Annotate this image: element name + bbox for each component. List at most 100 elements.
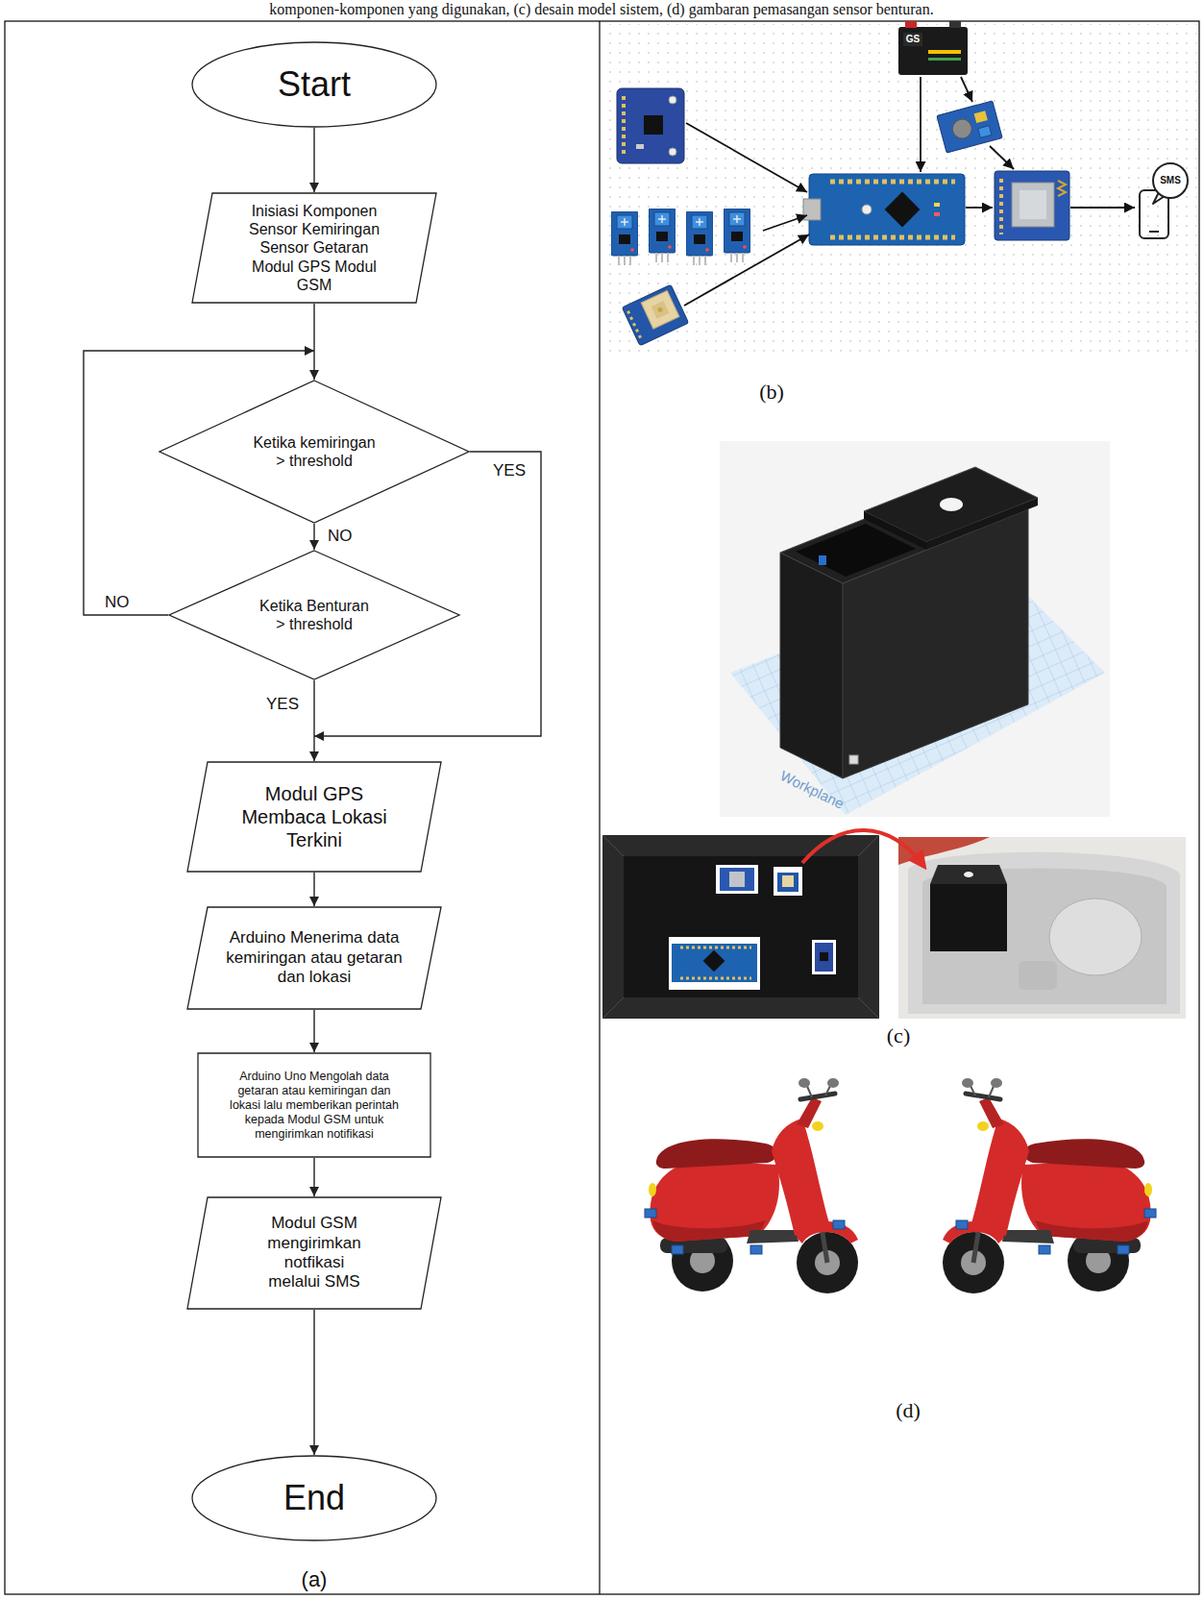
battery [949,21,961,28]
arduino-nano [809,173,965,246]
enclosure-3d-model [780,552,843,779]
gps-module-photo [777,872,799,892]
arduino-nano-photo [668,936,761,990]
gsm-module [994,171,1070,241]
flow-connector [313,1157,315,1197]
vibration-sensor [723,208,751,263]
battery [898,26,968,75]
battery [905,21,917,28]
seat-compartment-photo [1018,960,1057,990]
enclosure-3d-model [863,466,1038,542]
scooter-illustration [644,1078,1156,1294]
phone-sms-icon [1149,230,1159,233]
enclosure-3d-model [719,441,1110,817]
gps-module-photo [773,866,803,896]
gsm-module-photo [719,867,755,891]
battery-brand: GS [906,33,920,46]
component-wiring-panel [602,24,1197,353]
gyro-sensor-photo [811,939,836,975]
wiring-arrow [960,76,973,102]
vibration-sensor [648,208,676,263]
component-layout-tray [602,835,880,1019]
component-wiring-panel [602,21,1197,353]
panel-label: (d) [895,1398,921,1424]
edge-label: NO [325,526,355,546]
flow-connector [313,680,315,762]
seat-compartment-photo [908,852,1180,1014]
io-parallelogram: Modul GSM mengirimkan notfikasi melalui … [186,1196,443,1310]
gsm-module-photo [715,864,759,894]
gyro-sensor-module [668,147,677,156]
node-text: Arduino Menerima data kemiringan atau ge… [223,928,405,987]
workplane-watermark: Workplane [777,766,847,812]
gyro-sensor-module [668,96,677,104]
arduino-nano-photo [703,950,726,973]
node-text: Modul GSM mengirimkan notfikasi melalui … [257,1213,371,1293]
flow-connector [313,127,315,193]
phone-sms-icon [1139,190,1169,239]
arduino-nano [803,173,965,246]
step-down-converter [936,100,1003,153]
gsm-module-photo [729,871,745,887]
enclosure-3d-model [795,523,916,577]
step-down-converter [950,117,974,141]
seat-compartment-photo [898,836,1186,1019]
arduino-nano [933,202,940,207]
decision-diamond: Ketika Benturan > threshold [168,549,461,681]
seat-compartment-photo [930,864,1008,885]
panel-label: (c) [886,1023,910,1049]
node-text: Modul GPS Membaca Lokasi Terkini [239,782,390,852]
panel-label: (a) [301,1567,328,1593]
node-text: Ketika Benturan > threshold [254,596,374,634]
gyro-sensor-module [643,115,664,135]
io-parallelogram-outline [187,761,442,872]
gsm-module [994,171,1070,241]
terminal-ellipse-outline [192,42,437,127]
figure-caption: komponen-komponen yang digunakan, (c) de… [269,0,934,19]
arduino-nano [861,204,872,215]
enclosure-3d-model [780,478,1029,584]
enclosure-3d-model [719,441,1110,817]
wiring-arrow [762,215,808,231]
gps-module [651,300,670,320]
enclosure-3d-model [926,497,1038,550]
battery [928,49,961,54]
edge-label: YES [491,461,528,481]
flow-connector [313,303,315,380]
scooter-illustration [942,1078,1156,1294]
gsm-module [1057,180,1066,197]
arduino-nano [830,179,956,185]
gps-module-photo [773,866,803,896]
process-box: Arduino Uno Mengolah data getaran atau k… [196,1052,432,1158]
decision-diamond: Ketika kemiringan > threshold [158,379,470,524]
arduino-nano-photo [680,946,752,950]
figure-frame [4,21,1200,1595]
node-text: Start [218,63,411,105]
figure-frame [598,21,600,1595]
arduino-nano [803,198,821,221]
gps-module [640,290,680,329]
gyro-sensor-module [636,144,644,149]
wiring-arrow [919,76,922,172]
phone-sms-icon [1153,192,1165,204]
battery [898,21,968,75]
gyro-sensor-photo [819,952,829,961]
component-layout-tray [602,835,880,1019]
gps-module [657,306,664,314]
enclosure-3d-model [863,511,927,550]
arduino-nano-photo [668,936,761,990]
seat-compartment-photo [922,867,1167,1005]
flow-connector [313,1009,315,1053]
edge-label: YES [264,694,301,714]
io-parallelogram-outline [187,907,442,1009]
enclosure-3d-model [818,555,827,566]
phone-sms-icon [1139,163,1188,239]
process-box-outline [197,1053,431,1157]
step-down-converter [974,110,988,123]
decision-diamond-outline [159,380,469,523]
io-parallelogram: Modul GPS Membaca Lokasi Terkini [186,761,443,873]
wiring-arrow [965,206,993,209]
step-down-converter [978,125,992,139]
